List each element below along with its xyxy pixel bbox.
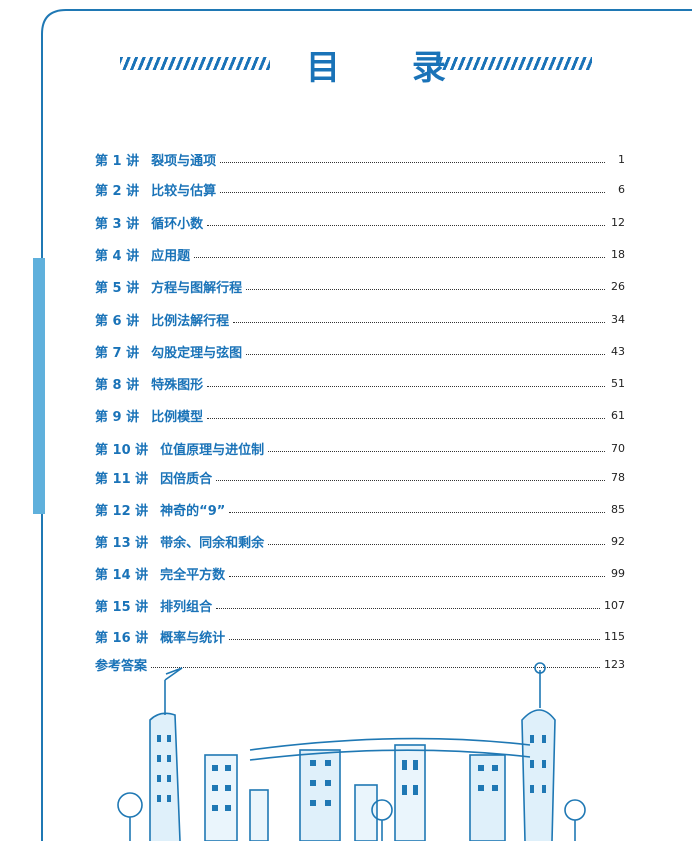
- city-illustration: [117, 662, 586, 841]
- toc-page-number: 26: [611, 279, 625, 293]
- toc-chapter-number: 第 4 讲: [95, 248, 140, 264]
- toc-chapter-number: 第 6 讲: [95, 313, 140, 329]
- toc-dot-leader: [229, 638, 600, 640]
- toc-page-number: 12: [611, 215, 625, 229]
- toc-page-number: 70: [611, 441, 625, 455]
- toc-entry[interactable]: 第 11 讲因倍质合 78: [95, 466, 625, 488]
- toc-entry[interactable]: 第 12 讲神奇的“9” 85: [95, 498, 625, 520]
- toc-chapter-title: 概率与统计: [160, 630, 226, 646]
- toc-entry[interactable]: 第 4 讲应用题 18: [95, 243, 625, 265]
- toc-chapter-title: 位值原理与进位制: [160, 442, 265, 458]
- toc-page-number: 85: [611, 502, 625, 516]
- toc-page-number: 123: [604, 657, 625, 671]
- toc-entry[interactable]: 第 14 讲完全平方数 99: [95, 562, 625, 584]
- toc-dot-leader: [268, 543, 605, 545]
- toc-page-number: 99: [611, 566, 625, 580]
- toc-page-number: 43: [611, 344, 625, 358]
- toc-entry[interactable]: 第 1 讲裂项与通项 1: [95, 148, 625, 170]
- toc-chapter-number: 第 8 讲: [95, 377, 140, 393]
- toc-page-number: 6: [618, 182, 625, 196]
- toc-chapter-number: 第 16 讲: [95, 630, 149, 646]
- toc-entry[interactable]: 第 8 讲特殊图形 51: [95, 372, 625, 394]
- toc-dot-leader: [151, 666, 600, 668]
- toc-dot-leader: [194, 256, 605, 258]
- toc-page-number: 34: [611, 312, 625, 326]
- toc-chapter-title: 比较与估算: [151, 183, 217, 199]
- toc-page-number: 115: [604, 629, 625, 643]
- toc-entry[interactable]: 第 15 讲排列组合 107: [95, 594, 625, 616]
- left-stripe-decoration: [120, 57, 270, 70]
- toc-page-number: 78: [611, 470, 625, 484]
- toc-chapter-number: 第 10 讲: [95, 442, 149, 458]
- toc-dot-leader: [220, 191, 605, 193]
- toc-page-number: 107: [604, 598, 625, 612]
- toc-chapter-title: 比例法解行程: [151, 313, 230, 329]
- title-row: 目 录: [0, 40, 692, 90]
- toc-entry[interactable]: 第 3 讲循环小数 12: [95, 211, 625, 233]
- toc-chapter-number: 第 14 讲: [95, 567, 149, 583]
- toc-chapter-number: 第 3 讲: [95, 216, 140, 232]
- toc-dot-leader: [229, 511, 605, 513]
- toc-chapter-number: 第 12 讲: [95, 503, 149, 519]
- toc-entry[interactable]: 第 16 讲概率与统计 115: [95, 625, 625, 647]
- toc-chapter-title: 排列组合: [160, 599, 213, 615]
- toc-entry[interactable]: 第 2 讲比较与估算 6: [95, 178, 625, 200]
- toc-dot-leader: [233, 321, 605, 323]
- toc-entry[interactable]: 参考答案 123: [95, 653, 625, 675]
- toc-entry[interactable]: 第 6 讲比例法解行程 34: [95, 308, 625, 330]
- toc-entry[interactable]: 第 9 讲比例模型 61: [95, 404, 625, 426]
- toc-chapter-title: 带余、同余和剩余: [160, 535, 265, 551]
- toc-dot-leader: [207, 385, 605, 387]
- toc-dot-leader: [220, 161, 605, 163]
- toc-chapter-title: 比例模型: [151, 409, 204, 425]
- toc-page-number: 1: [618, 152, 625, 166]
- toc-chapter-title: 裂项与通项: [151, 153, 217, 169]
- toc-chapter-number: 第 1 讲: [95, 153, 140, 169]
- toc-chapter-title: 神奇的“9”: [160, 503, 226, 519]
- toc-entry[interactable]: 第 10 讲位值原理与进位制 70: [95, 437, 625, 459]
- toc-chapter-title: 特殊图形: [151, 377, 204, 393]
- toc-chapter-number: 第 9 讲: [95, 409, 140, 425]
- toc-chapter-number: 第 11 讲: [95, 471, 149, 487]
- toc-chapter-title: 勾股定理与弦图: [151, 345, 243, 361]
- toc-dot-leader: [216, 479, 605, 481]
- toc-chapter-number: 第 15 讲: [95, 599, 149, 615]
- toc-chapter-number: 第 2 讲: [95, 183, 140, 199]
- toc-entry[interactable]: 第 7 讲勾股定理与弦图 43: [95, 340, 625, 362]
- toc-chapter-title: 完全平方数: [160, 567, 226, 583]
- toc-dot-leader: [229, 575, 605, 577]
- toc-dot-leader: [207, 224, 605, 226]
- toc-dot-leader: [207, 417, 605, 419]
- toc-entry[interactable]: 第 13 讲带余、同余和剩余 92: [95, 530, 625, 552]
- toc-dot-leader: [246, 288, 605, 290]
- toc-chapter-title: 应用题: [151, 248, 191, 264]
- toc-page-number: 51: [611, 376, 625, 390]
- toc-page-number: 92: [611, 534, 625, 548]
- side-accent-bar: [33, 258, 45, 514]
- right-stripe-decoration: [440, 57, 592, 70]
- toc-chapter-number: 参考答案: [95, 658, 148, 674]
- toc-chapter-title: 方程与图解行程: [151, 280, 243, 296]
- toc-dot-leader: [216, 607, 600, 609]
- page-title: 目 录: [306, 48, 476, 88]
- toc-page-number: 18: [611, 247, 625, 261]
- toc-dot-leader: [246, 353, 605, 355]
- toc-chapter-number: 第 5 讲: [95, 280, 140, 296]
- toc-chapter-title: 因倍质合: [160, 471, 213, 487]
- toc-chapter-title: 循环小数: [151, 216, 204, 232]
- toc-chapter-number: 第 7 讲: [95, 345, 140, 361]
- toc-page-number: 61: [611, 408, 625, 422]
- toc-dot-leader: [268, 450, 605, 452]
- toc-entry[interactable]: 第 5 讲方程与图解行程 26: [95, 275, 625, 297]
- toc-chapter-number: 第 13 讲: [95, 535, 149, 551]
